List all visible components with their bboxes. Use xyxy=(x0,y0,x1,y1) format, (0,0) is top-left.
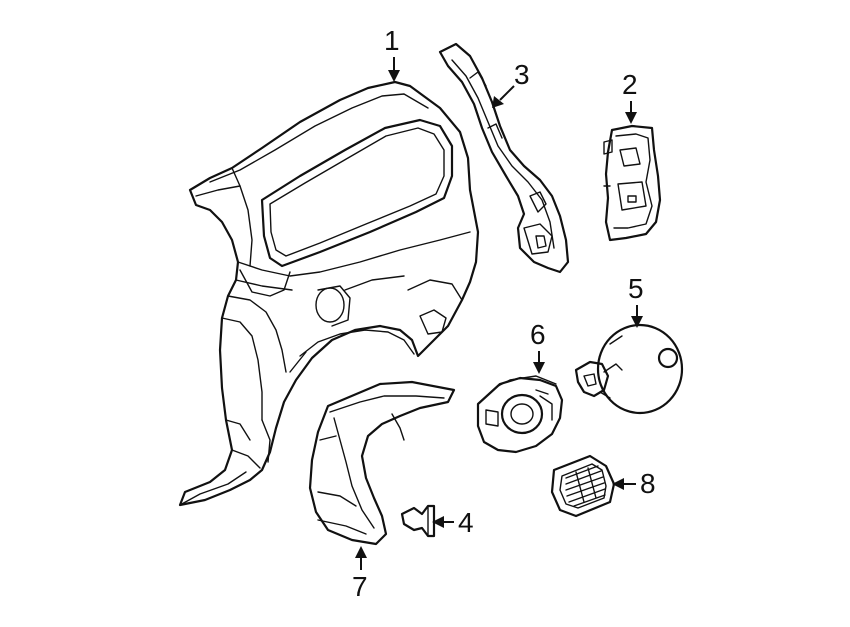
leader-line-3 xyxy=(499,85,515,101)
fuel-filler-housing-part xyxy=(476,375,564,454)
bracket-part xyxy=(603,124,662,242)
callout-5: 5 xyxy=(628,273,644,328)
callout-label-8: 8 xyxy=(640,468,656,499)
arrowhead-5 xyxy=(631,316,643,328)
pillar-reinforcement-part xyxy=(438,42,570,274)
arrowhead-3 xyxy=(492,96,504,108)
callout-label-3: 3 xyxy=(514,59,530,90)
arrowhead-8 xyxy=(612,478,624,490)
callout-label-6: 6 xyxy=(530,319,546,350)
callout-label-4: 4 xyxy=(458,507,474,538)
callout-8: 8 xyxy=(612,468,656,499)
callout-6: 6 xyxy=(530,319,546,374)
arrowhead-4 xyxy=(432,516,444,528)
callout-label-1: 1 xyxy=(384,25,400,56)
quarter-panel-part xyxy=(178,80,480,507)
callout-3: 3 xyxy=(492,59,530,108)
arrowhead-2 xyxy=(625,112,637,124)
callout-label-7: 7 xyxy=(352,571,368,602)
fuel-door-part xyxy=(574,323,684,415)
vent-grille-part xyxy=(550,454,616,518)
clip-part xyxy=(400,504,436,538)
arrowhead-6 xyxy=(533,362,545,374)
callout-4: 4 xyxy=(432,507,474,538)
callout-1: 1 xyxy=(384,25,400,82)
callout-7: 7 xyxy=(352,546,368,602)
callout-label-2: 2 xyxy=(622,69,638,100)
wheelhouse-liner-part xyxy=(308,380,456,546)
arrowhead-7 xyxy=(355,546,367,558)
arrowhead-1 xyxy=(388,70,400,82)
callout-2: 2 xyxy=(622,69,638,124)
callout-label-5: 5 xyxy=(628,273,644,304)
